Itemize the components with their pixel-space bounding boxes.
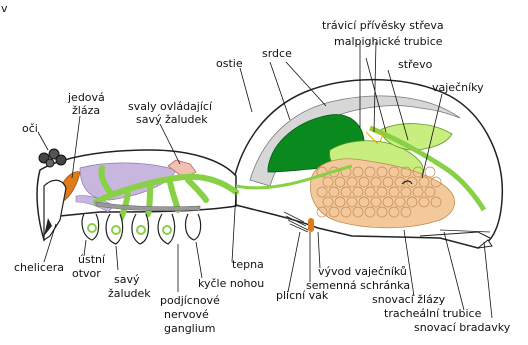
label-kycle: kyčle nohou bbox=[198, 277, 264, 290]
label-podjicnove-2: nervové bbox=[164, 308, 209, 321]
label-jedova-2: žláza bbox=[72, 104, 100, 117]
label-malpighicke: malpighické trubice bbox=[334, 35, 443, 48]
label-savy-1: savý bbox=[114, 273, 140, 286]
label-tepna: tepna bbox=[232, 258, 264, 271]
label-strevo: střevo bbox=[398, 58, 433, 71]
label-chelicera: chelicera bbox=[14, 261, 64, 274]
label-vyvod: vývod vaječníků bbox=[318, 265, 407, 278]
label-podjicnove-1: podjícnové bbox=[160, 294, 220, 307]
label-savy-2: žaludek bbox=[108, 287, 151, 300]
label-vajecniky: vaječníky bbox=[432, 81, 484, 94]
label-ostie: ostie bbox=[216, 57, 243, 70]
abdomen bbox=[232, 80, 502, 248]
label-srdce: srdce bbox=[262, 47, 292, 60]
eyes bbox=[39, 149, 66, 167]
label-svaly-1: svaly ovládající bbox=[128, 100, 213, 113]
label-podjicnove-3: ganglium bbox=[164, 322, 215, 335]
label-ustni-1: ústní bbox=[78, 253, 106, 266]
corner-mark: v bbox=[1, 2, 8, 15]
label-ustni-2: otvor bbox=[72, 267, 101, 280]
label-semenna: semenná schránka bbox=[306, 279, 410, 292]
label-svaly-2: savý žaludek bbox=[136, 113, 208, 126]
label-travici: trávicí přívěsky střeva bbox=[322, 19, 444, 32]
label-tracheal: tracheální trubice bbox=[384, 307, 482, 320]
leg-coxae bbox=[82, 214, 201, 244]
label-bradavky: snovací bradavky bbox=[414, 321, 511, 334]
label-jedova-1: jedová bbox=[67, 91, 105, 104]
seminal-receptacle bbox=[308, 218, 314, 232]
label-snovaci-zlazy: snovací žlázy bbox=[372, 293, 446, 306]
label-oci: oči bbox=[22, 122, 38, 135]
